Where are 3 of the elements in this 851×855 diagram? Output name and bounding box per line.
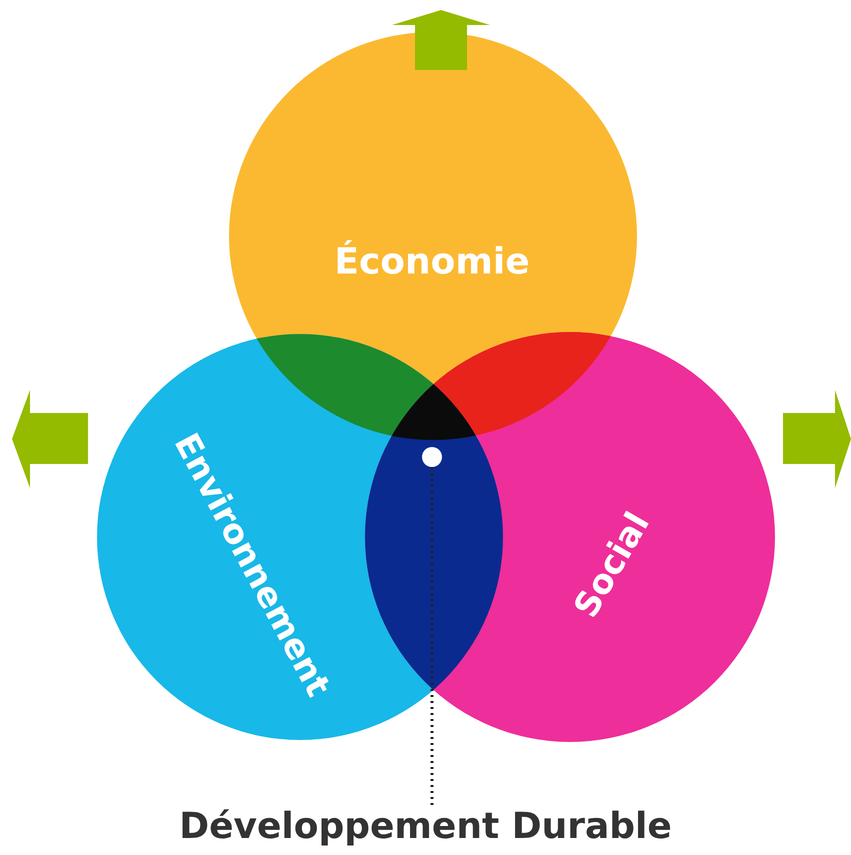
title-text: Développement Durable [179, 806, 672, 847]
circle-label: Économie [334, 242, 530, 282]
leader-line [430, 467, 434, 805]
